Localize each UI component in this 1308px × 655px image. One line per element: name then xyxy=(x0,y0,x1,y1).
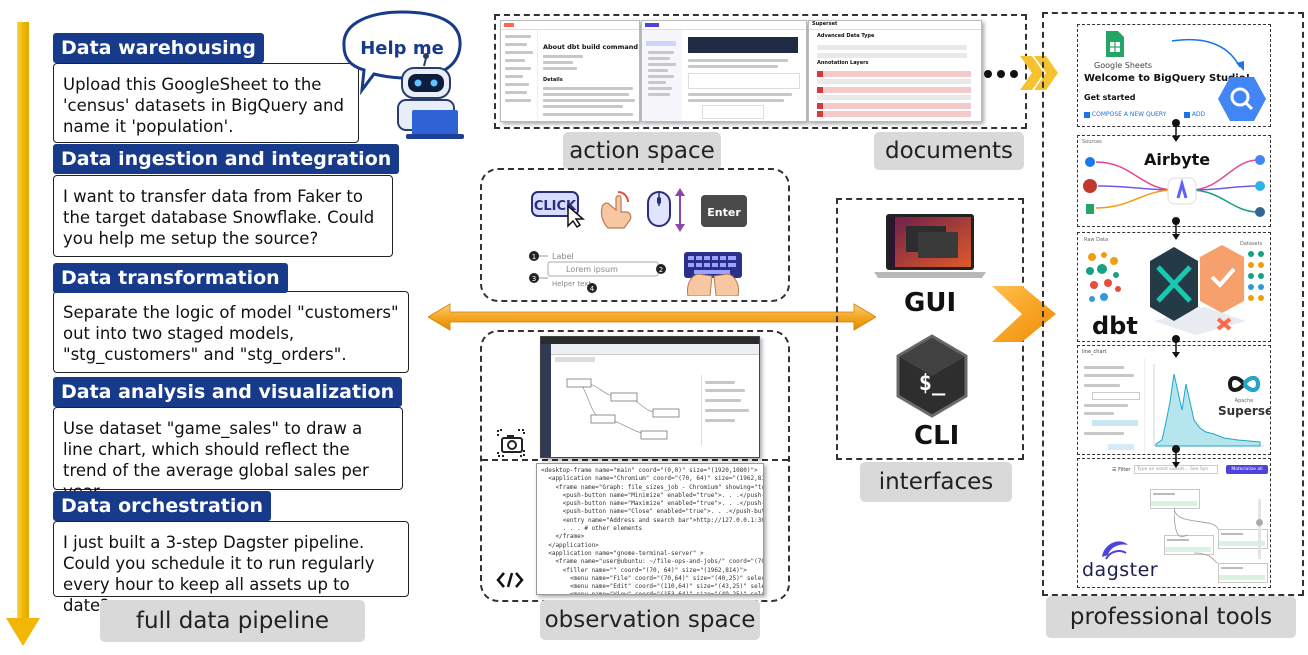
dagster-filter: ☰ Filter xyxy=(1112,467,1131,473)
dagster-materialize-button: Materialize all xyxy=(1226,465,1268,474)
sheets-label: Google Sheets xyxy=(1094,61,1153,70)
tool-connector-4 xyxy=(1172,445,1180,468)
superset-name: Superset xyxy=(1218,404,1270,418)
tool-connector-3 xyxy=(1172,335,1180,358)
svg-text:4: 4 xyxy=(590,285,595,293)
cli-label: CLI xyxy=(914,421,960,451)
label-interfaces: interfaces xyxy=(860,462,1012,502)
label-documents: documents xyxy=(874,132,1024,170)
doc-superset-brand: Superset xyxy=(812,21,838,27)
form-input-icon: 1 Label Lorem ipsum 3 Helper text 2 4 xyxy=(529,251,666,293)
laptop-icon xyxy=(874,214,986,278)
doc-dagster-screenshot xyxy=(641,20,807,122)
svg-text:Label: Label xyxy=(552,252,574,261)
tool-bigquery-panel: Google Sheets Welcome to BigQuery Studio… xyxy=(1077,24,1271,127)
task-text-data-analysis: Use dataset "game_sales" to draw a line … xyxy=(53,407,403,501)
task-text-data-transformation: Separate the logic of model "customers" … xyxy=(53,291,409,373)
terminal-icon: $_ xyxy=(896,334,968,418)
gui-label: GUI xyxy=(904,288,957,318)
doc-dbt-details: Details xyxy=(543,77,563,83)
google-sheets-icon xyxy=(1106,31,1124,57)
chevron-right-icon xyxy=(1020,56,1058,90)
svg-text:$_: $_ xyxy=(919,371,946,396)
svg-text:CLICK: CLICK xyxy=(534,199,577,214)
superset-infinity-icon xyxy=(1227,376,1261,392)
label-observation-space: observation space xyxy=(540,600,760,640)
tool-dbt-panel: Raw Data Datasets dbt xyxy=(1077,232,1271,342)
doc-superset-sub: Annotation Layers xyxy=(817,60,869,66)
task-title-data-orchestration: Data orchestration xyxy=(53,491,271,521)
superset-apache-label: Apache xyxy=(1234,398,1254,404)
dbt-datasets-label: Datasets xyxy=(1240,241,1263,247)
tool-connector-2 xyxy=(1172,217,1180,240)
task-text-data-ingestion: I want to transfer data from Faker to th… xyxy=(53,175,393,257)
svg-text:3: 3 xyxy=(532,275,536,283)
accessibility-tree-screenshot: <desktop-frame name="main" coord="(0,0)"… xyxy=(536,463,764,595)
chevron-right-big-icon xyxy=(992,286,1056,342)
doc-dbt-title: About dbt build command xyxy=(543,43,639,51)
help-me-bubble: Help me xyxy=(342,10,464,139)
svg-text:Enter: Enter xyxy=(707,206,741,219)
pipeline-down-arrow xyxy=(6,22,40,646)
tool-connector-1 xyxy=(1172,119,1180,142)
task-title-data-warehousing: Data warehousing xyxy=(53,33,264,63)
doc-dbt-screenshot: About dbt build command Details xyxy=(500,20,640,122)
label-action-space: action space xyxy=(563,132,721,170)
keyboard-typing-icon xyxy=(684,252,742,296)
label-full-data-pipeline: full data pipeline xyxy=(100,600,365,642)
hand-tap-icon xyxy=(600,191,632,229)
bigquery-add-button: ADD xyxy=(1184,111,1205,118)
dagster-logo-icon xyxy=(1102,541,1128,560)
code-icon xyxy=(496,572,524,588)
airbyte-name: Airbyte xyxy=(1144,150,1211,169)
label-professional-tools: professional tools xyxy=(1046,596,1296,638)
airbyte-sources-label: Sources xyxy=(1082,139,1102,145)
professional-tools-box xyxy=(1042,12,1304,596)
svg-text:2: 2 xyxy=(659,266,663,274)
doc-superset-screenshot: Superset Advanced Data Type Annotation L… xyxy=(808,20,982,122)
task-title-data-analysis: Data analysis and visualization xyxy=(53,377,403,407)
task-text-data-orchestration: I just built a 3-step Dagster pipeline. … xyxy=(53,521,409,615)
observation-screenshot xyxy=(540,336,760,458)
task-title-data-transformation: Data transformation xyxy=(53,263,288,293)
observation-divider xyxy=(482,459,788,461)
action-space-box xyxy=(480,168,790,302)
superset-logo: Apache Superset xyxy=(1218,374,1270,418)
task-title-data-ingestion: Data ingestion and integration xyxy=(53,144,400,174)
svg-text:1: 1 xyxy=(532,253,536,261)
doc-superset-title: Advanced Data Type xyxy=(817,33,875,39)
bigquery-welcome: Welcome to BigQuery Studio! xyxy=(1084,73,1251,84)
camera-icon xyxy=(497,429,525,457)
more-dots-icon xyxy=(984,70,1018,78)
bigquery-icon xyxy=(1218,77,1266,121)
double-arrow-icon xyxy=(428,303,876,331)
tool-airbyte-panel: Sources Airbyte xyxy=(1077,135,1271,227)
mouse-scroll-icon xyxy=(647,188,685,232)
tool-dagster-panel: ☰ Filter Type an asset subset… See Syn M… xyxy=(1077,458,1271,588)
dbt-logo-text: dbt xyxy=(1092,312,1138,340)
bigquery-compose-button: COMPOSE A NEW QUERY xyxy=(1084,111,1166,118)
bigquery-get-started: Get started xyxy=(1084,93,1136,102)
tool-superset-panel: line_chart Apache Superset xyxy=(1077,345,1271,455)
click-icon: CLICK xyxy=(531,191,586,228)
enter-key-icon: Enter xyxy=(701,195,747,227)
robot-icon xyxy=(397,53,464,139)
svg-text:Lorem ipsum: Lorem ipsum xyxy=(566,265,618,274)
dagster-name: dagster xyxy=(1082,559,1159,581)
documents-box xyxy=(494,14,1027,129)
help-me-text: Help me xyxy=(360,38,444,59)
superset-chart-title: line_chart xyxy=(1082,349,1107,355)
task-text-data-warehousing: Upload this GoogleSheet to the 'census' … xyxy=(53,63,359,143)
dbt-raw-label: Raw Data xyxy=(1084,237,1109,243)
accessibility-tree-text: <desktop-frame name="main" coord="(0,0)"… xyxy=(541,467,764,595)
svg-text:Helper text: Helper text xyxy=(552,280,591,288)
